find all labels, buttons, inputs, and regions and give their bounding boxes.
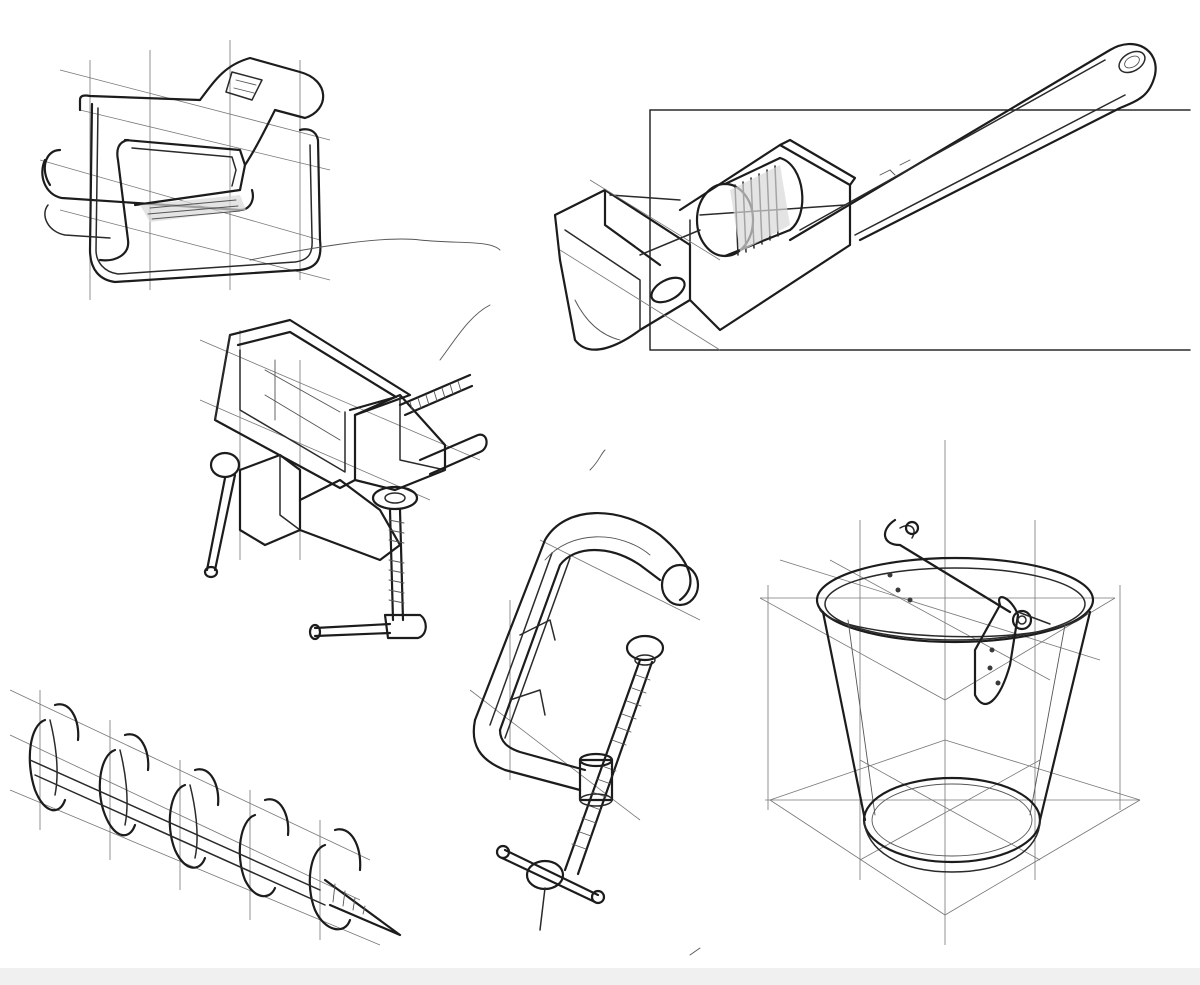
armchair-sketch [39, 40, 501, 300]
c-clamp-sketch [469, 449, 701, 931]
auger-screw-sketch [9, 689, 402, 946]
bottom-strip [0, 968, 1200, 985]
bench-vise-sketch [199, 304, 491, 641]
bucket-sketch [759, 440, 1141, 945]
pipe-wrench-sketch [553, 42, 1191, 351]
